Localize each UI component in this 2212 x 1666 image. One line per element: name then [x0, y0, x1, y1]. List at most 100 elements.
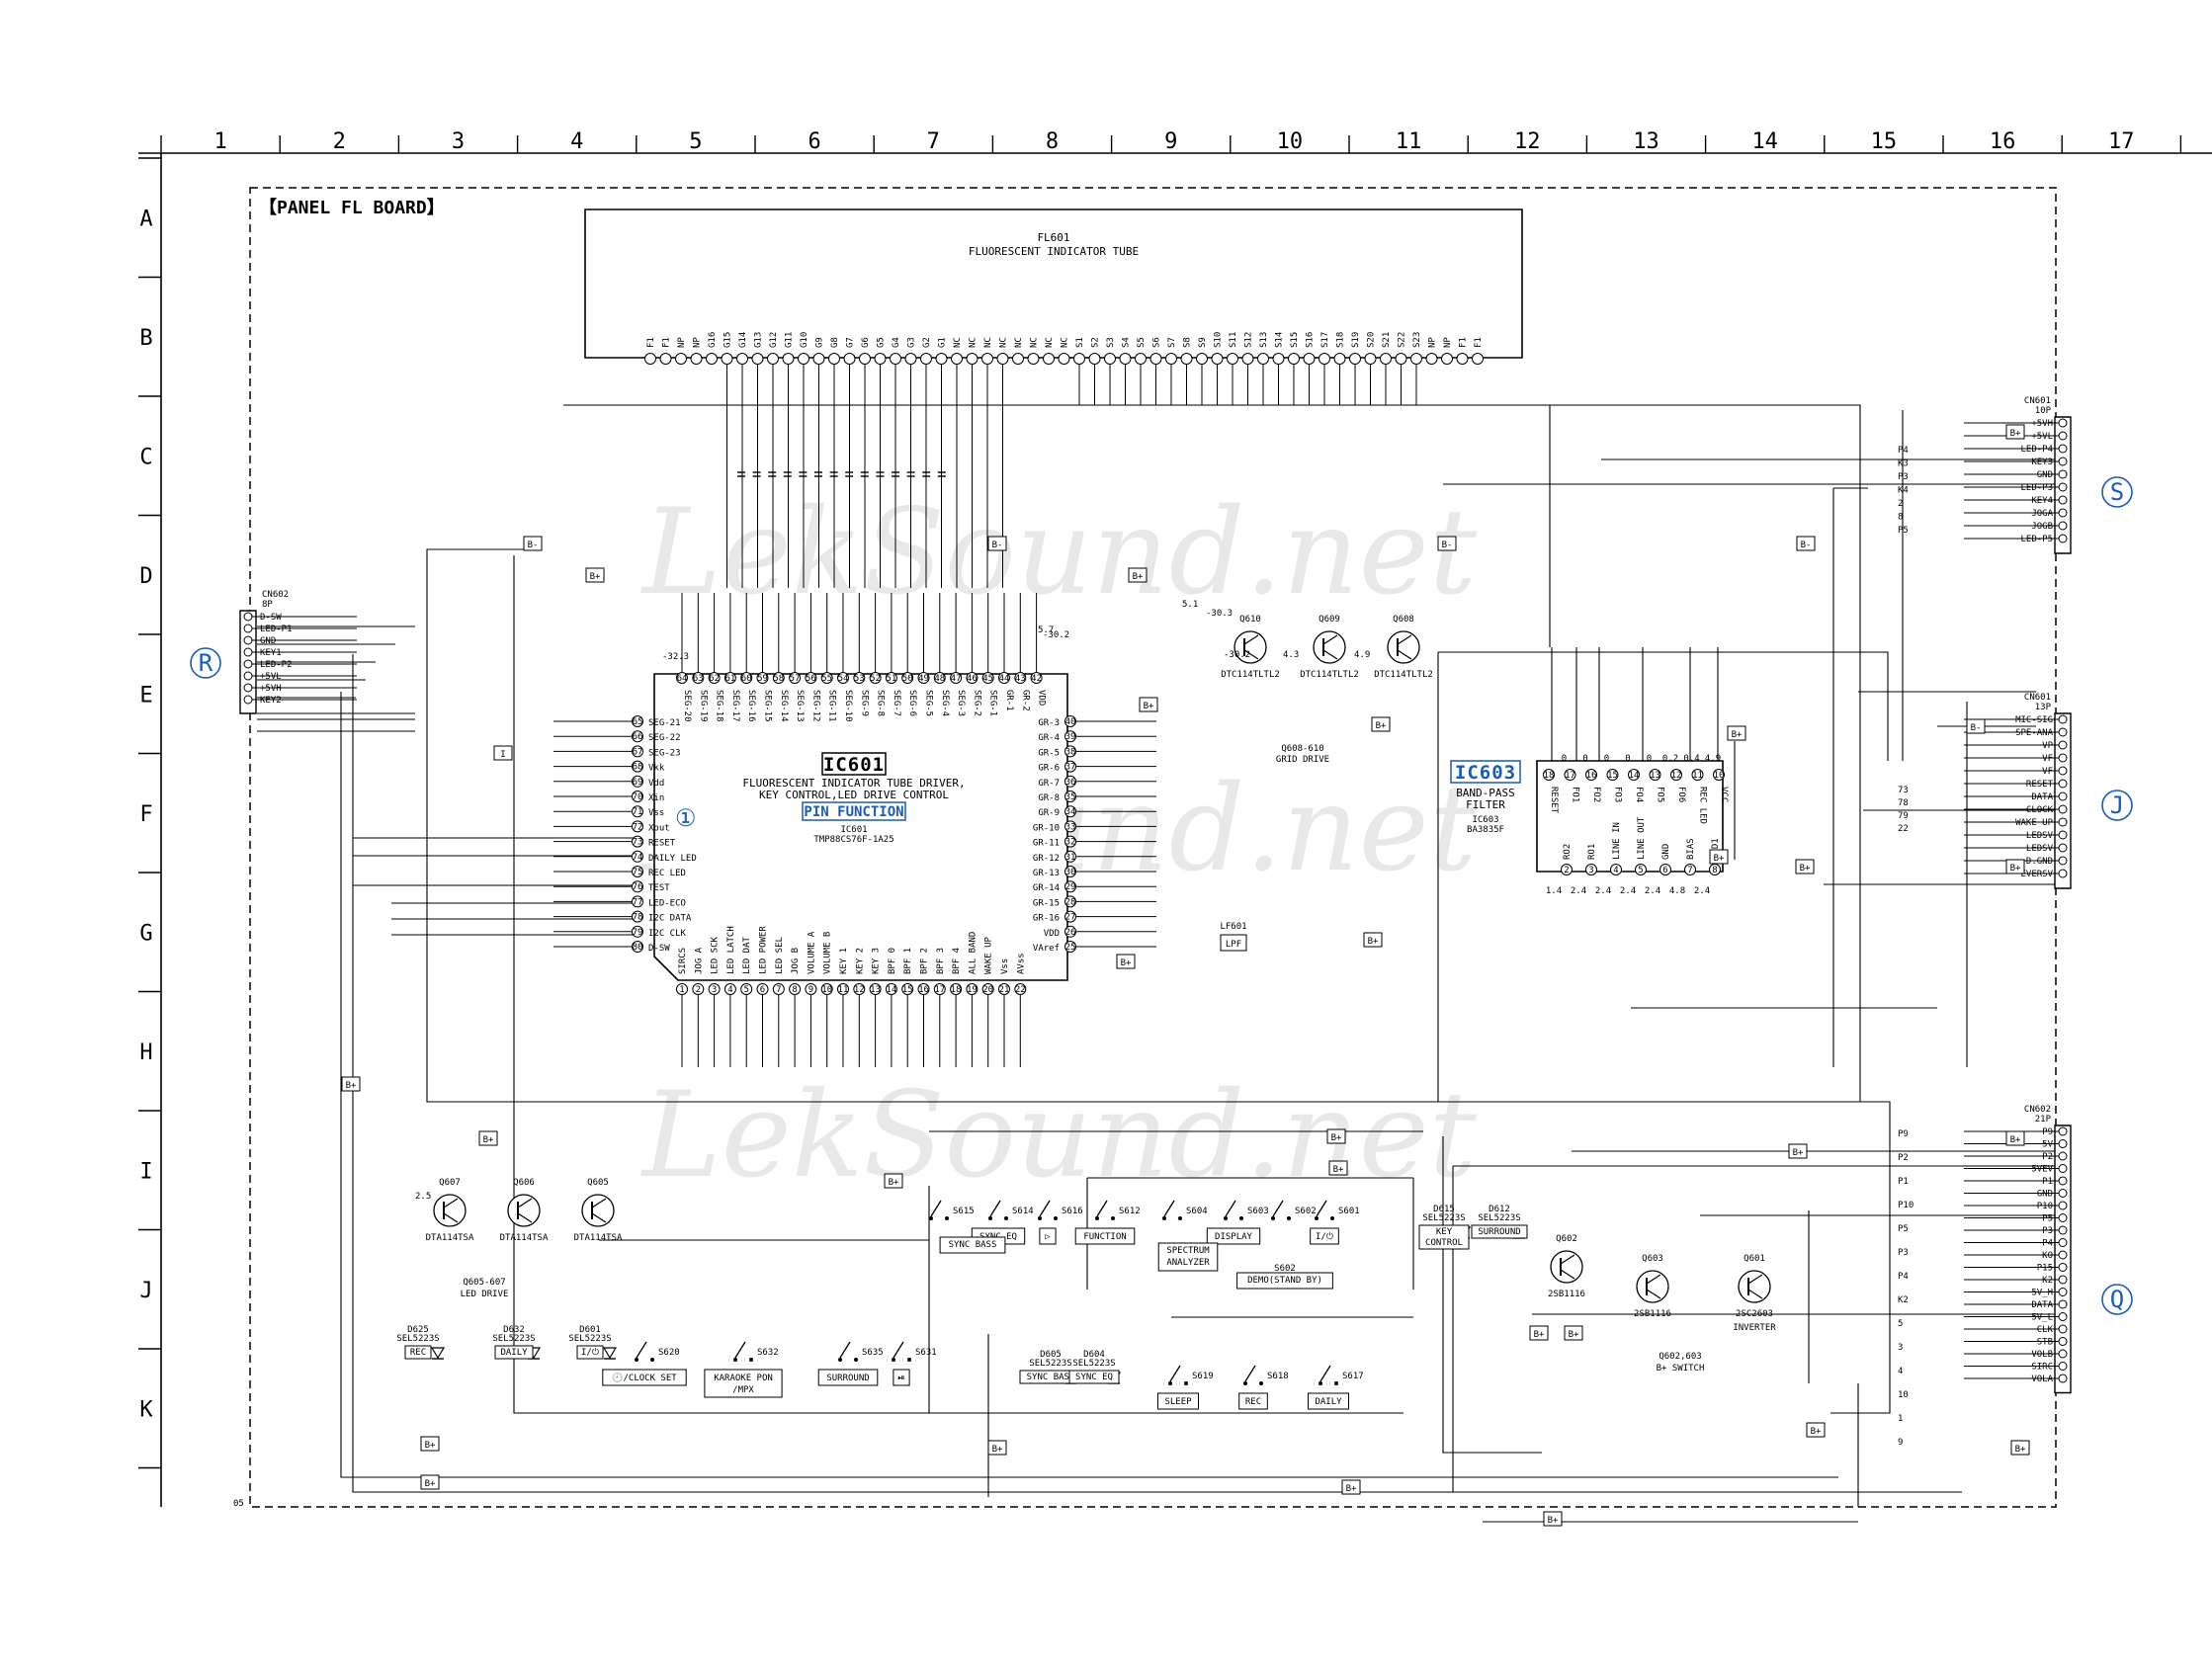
ic603-voltage: 0.2 — [1662, 754, 1678, 764]
connector-ref: CN602 — [262, 590, 289, 600]
switch-tag-box — [940, 1237, 1005, 1253]
connector-pin-label: P1 — [2042, 1177, 2053, 1187]
timer-switch-contact — [1243, 1381, 1247, 1385]
ic601-pin-label: D-SW — [648, 944, 670, 954]
connector-pin-label: KEY3 — [2031, 458, 2053, 467]
ic601-pin-label: GR-1 — [1004, 690, 1014, 711]
sync-led-ref: D605 — [1040, 1350, 1062, 1360]
led-transistor-emitter — [518, 1213, 532, 1222]
ic601-desc-2: KEY CONTROL,LED DRIVE CONTROL — [759, 789, 949, 801]
ic601-pin — [886, 673, 896, 684]
fl601-pin — [1028, 354, 1039, 365]
bplus-transistor-body — [1739, 1271, 1770, 1302]
net-tag: B+ — [346, 1081, 357, 1091]
timer-switch-ref: S617 — [1342, 1372, 1364, 1381]
ic603-ref[interactable]: IC603 — [1455, 762, 1516, 784]
fl601-pin — [1228, 354, 1238, 365]
net-label: P2 — [1898, 1153, 1909, 1163]
voltage-label: 5.1 — [1182, 600, 1198, 610]
ic603-voltage: 2.4 — [1620, 886, 1636, 896]
key-switch-contact — [945, 1216, 949, 1220]
ic601-pin — [724, 673, 735, 684]
fl601-pin — [1013, 354, 1024, 365]
connector-pin — [2059, 509, 2067, 517]
fl601-pin-label: G4 — [892, 337, 901, 348]
ic601-pin — [854, 984, 865, 995]
connector-pin — [2059, 1127, 2067, 1135]
connector-pin-label: GND — [260, 636, 276, 646]
ruler-col-label: 13 — [1633, 129, 1659, 154]
led-transistor-body — [434, 1195, 466, 1226]
fl601-pin — [1150, 354, 1161, 365]
ic601-marker[interactable]: ① — [675, 804, 697, 832]
fl601-pin — [645, 354, 656, 365]
ic603-voltage: 1.4 — [1546, 886, 1562, 896]
timer-switch-tag: SLEEP — [1164, 1397, 1192, 1407]
net-label: 9 — [1898, 1438, 1903, 1448]
ruler-col-label: 6 — [808, 129, 820, 154]
ic603-pin-number: 16 — [1586, 771, 1597, 781]
connector-pin-label: KEY2 — [260, 696, 282, 706]
fl601-pin — [1365, 354, 1376, 365]
grid-transistor-body — [1388, 631, 1419, 663]
net-tag-box — [1129, 568, 1147, 582]
ic603-voltage: 0.4 — [1683, 754, 1699, 764]
ic601-pin-number: 74 — [633, 853, 643, 863]
ruler-row-label: G — [139, 921, 152, 946]
ic601-pin — [870, 984, 881, 995]
ic601-pin — [709, 984, 720, 995]
ic601-pin — [757, 673, 768, 684]
key-switch-ref: S602 — [1295, 1207, 1317, 1216]
ruler-col-label: 15 — [1871, 129, 1898, 154]
ruler-row-label: C — [139, 445, 152, 469]
ic601-pin-function-link[interactable]: PIN FUNCTION — [804, 804, 903, 820]
ic601-pin-number: 20 — [982, 985, 993, 995]
fl601-pin — [1334, 354, 1345, 365]
ic601-pin — [821, 984, 832, 995]
ic601-pin-number: 63 — [693, 674, 704, 684]
fl601-pin — [891, 354, 901, 365]
ruler-row-label: E — [139, 683, 152, 708]
voltage-label: -30.3 — [1206, 609, 1233, 619]
ic601-pin — [741, 673, 752, 684]
ic601-pin-number: 7 — [776, 985, 781, 995]
net-tag: B- — [992, 541, 1003, 550]
net-tag-box — [1372, 717, 1390, 731]
connector-pin-label: +5VH — [2031, 419, 2053, 429]
fl601-pin-label: S3 — [1106, 337, 1116, 348]
ic603-voltage: 2.4 — [1694, 886, 1710, 896]
ic603-part-no: BA3835F — [1467, 825, 1504, 835]
fl601-pin-label: G1 — [938, 337, 948, 348]
led-transistor-collector — [518, 1199, 532, 1208]
ic601-pin-label: Vdd — [648, 779, 664, 789]
ic601-pin-label: SEG-2 — [972, 690, 981, 716]
net-tag-box — [1807, 1423, 1825, 1437]
connector-pin — [2059, 496, 2067, 504]
timer-switch-ref: S619 — [1192, 1372, 1214, 1381]
ic603-pin-label: REC LED — [1698, 787, 1708, 824]
net-label: 1 — [1898, 1414, 1903, 1424]
ruler-row-label: F — [139, 802, 152, 827]
ic603-voltage: 0 — [1582, 754, 1587, 764]
ic603-pin — [1607, 770, 1618, 781]
ic603-pin-label: BIAS — [1686, 838, 1696, 860]
ic601-pin-number: 44 — [999, 674, 1010, 684]
front-switch-blade — [893, 1342, 903, 1358]
ruler-row-label: A — [139, 207, 152, 231]
connector-pin — [2059, 831, 2067, 839]
fl601-pin — [967, 354, 978, 365]
connector-pin-label: STB — [2037, 1338, 2053, 1348]
switch-tag: SPECTRUM — [1166, 1246, 1210, 1256]
ic601-pin-label: VDD — [1044, 929, 1060, 939]
connector-pin-label: WAKE UP — [2015, 818, 2054, 828]
grid-transistor-collector — [1398, 635, 1411, 644]
net-tag: B- — [1442, 541, 1453, 550]
connector-pin-label: KEY4 — [2031, 496, 2053, 506]
ic603-pin-label: GND — [1661, 844, 1671, 860]
fl601-pin — [660, 354, 671, 365]
switch-tag-box — [1158, 1243, 1218, 1271]
bplus-transistor-ref: Q602 — [1556, 1234, 1577, 1244]
connector-pin-label: SPE-ANA — [2015, 728, 2054, 738]
ic601-pin-number: 66 — [633, 732, 643, 742]
ic601-pin — [1065, 926, 1076, 937]
